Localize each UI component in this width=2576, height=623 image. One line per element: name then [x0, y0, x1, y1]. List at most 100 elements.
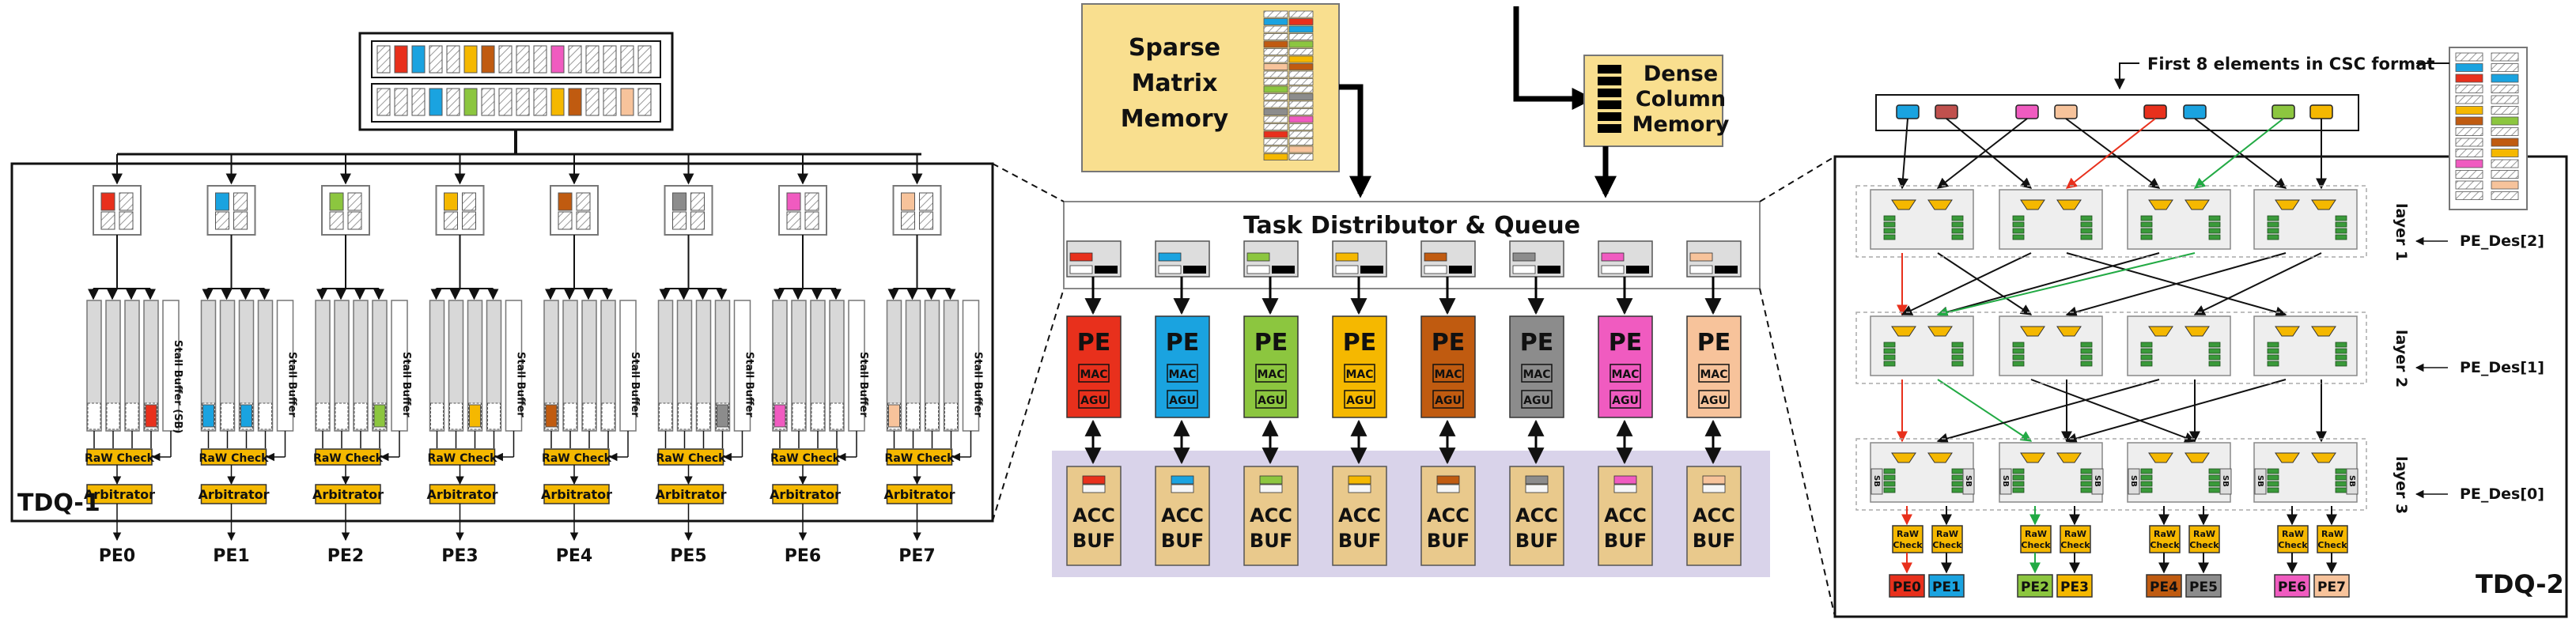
queue-element [411, 45, 426, 74]
svg-text:Check: Check [2189, 540, 2219, 550]
svg-text:RaW: RaW [1897, 529, 1919, 539]
svg-text:AGU: AGU [1258, 395, 1284, 407]
tdq1-entry-box [206, 185, 256, 236]
svg-text:BUF: BUF [1693, 530, 1735, 552]
raw-check [200, 448, 267, 466]
pe-block [1686, 315, 1742, 418]
svg-text:AGU: AGU [1346, 395, 1373, 407]
arbitrator [772, 484, 838, 504]
stall-buffer-label: Stall Buffer [515, 352, 527, 417]
raw-check [543, 448, 610, 466]
svg-text:Arbitrator: Arbitrator [84, 487, 155, 502]
queue-element [429, 88, 443, 116]
tdq1-pe-label: PE3 [441, 546, 478, 566]
svg-text:PE: PE [1254, 329, 1288, 357]
svg-text:PE: PE [1520, 329, 1553, 357]
svg-text:PE: PE [1166, 329, 1199, 357]
svg-text:SB: SB [2347, 475, 2356, 487]
tdq2-layer [1855, 438, 2367, 511]
queue-element [533, 88, 547, 116]
queue-element [603, 45, 617, 74]
svg-text:AGU: AGU [1523, 395, 1550, 407]
svg-text:MAC: MAC [1080, 368, 1107, 381]
csc-input-element [2183, 104, 2207, 119]
svg-text:Check: Check [2150, 540, 2180, 550]
csc-input-element [2015, 104, 2039, 119]
csc-input-element [1896, 104, 1920, 119]
tdq2-raw-check [2317, 525, 2348, 553]
queue-element [516, 88, 530, 116]
tdq2-switch [1870, 189, 1974, 250]
pe-block [1332, 315, 1387, 418]
sparse-memory-label-2: Matrix [1132, 70, 1218, 97]
tdq1-section: Stall Buffer (SB)RaW CheckArbitratorPE0S… [10, 32, 994, 566]
center-section: Sparse Matrix Memory Dense Column Memory… [992, 3, 1836, 617]
tdq1-label: TDQ-1 [17, 489, 100, 517]
pe-block [1598, 315, 1653, 418]
queue-element [498, 45, 513, 74]
svg-text:BUF: BUF [1161, 530, 1204, 552]
tdq2-pe-des: PE_Des[0] [2460, 485, 2544, 503]
tdq2-pe-des: PE_Des[1] [2460, 359, 2544, 376]
svg-text:RaW: RaW [2025, 529, 2047, 539]
queue-element [637, 45, 652, 74]
svg-text:BUF: BUF [1427, 530, 1470, 552]
svg-text:PE5: PE5 [2189, 580, 2218, 595]
queue-element [394, 88, 408, 116]
svg-text:PE3: PE3 [2060, 580, 2089, 595]
svg-text:Arbitrator: Arbitrator [426, 487, 497, 502]
svg-text:Arbitrator: Arbitrator [198, 487, 269, 502]
stall-buffer-label: Stall Buffer [400, 352, 412, 417]
arbitrator [543, 484, 610, 504]
queue-element [550, 88, 565, 116]
svg-text:PE: PE [1609, 329, 1642, 357]
sparse-memory-label-3: Memory [1121, 105, 1229, 133]
svg-text:AGU: AGU [1612, 395, 1639, 407]
tdq2-pe [1928, 574, 1965, 598]
pe-block [1155, 315, 1210, 418]
svg-text:ACC: ACC [1072, 504, 1115, 527]
svg-text:Check: Check [2021, 540, 2051, 550]
queue-element [376, 45, 391, 74]
svg-text:RaW Check: RaW Check [85, 452, 155, 465]
svg-text:PE1: PE1 [1932, 580, 1961, 595]
tdq1-entry-box [778, 185, 827, 236]
raw-check [772, 448, 838, 466]
queue-element [550, 45, 565, 74]
pe-block [1066, 315, 1122, 418]
arbitrator [429, 484, 496, 504]
tdq1-entry-box [550, 185, 599, 236]
tdq1-entry-box [892, 185, 942, 236]
tdq2-pe [1889, 574, 1925, 598]
queue-element [446, 88, 460, 116]
svg-text:PE4: PE4 [2150, 580, 2178, 595]
svg-text:BUF: BUF [1338, 530, 1381, 552]
tdq1-pe-label: PE6 [785, 546, 821, 566]
svg-text:Arbitrator: Arbitrator [541, 487, 612, 502]
svg-text:PE2: PE2 [2021, 580, 2049, 595]
queue-element [516, 45, 530, 74]
arbitrator [886, 484, 953, 504]
svg-text:Arbitrator: Arbitrator [883, 487, 955, 502]
svg-text:RaW Check: RaW Check [199, 452, 270, 465]
tdq1-entry-box [93, 185, 142, 236]
queue-element [411, 88, 426, 116]
svg-text:RaW: RaW [2064, 529, 2086, 539]
tdq2-pe [2185, 574, 2222, 598]
tdq1-entry-box [321, 185, 370, 236]
stall-buffer-label: Stall Buffer (SB) [172, 340, 183, 433]
stall-buffer-label: Stall Buffer [743, 352, 755, 417]
svg-text:AGU: AGU [1700, 395, 1727, 407]
tdq2-pe [2146, 574, 2182, 598]
